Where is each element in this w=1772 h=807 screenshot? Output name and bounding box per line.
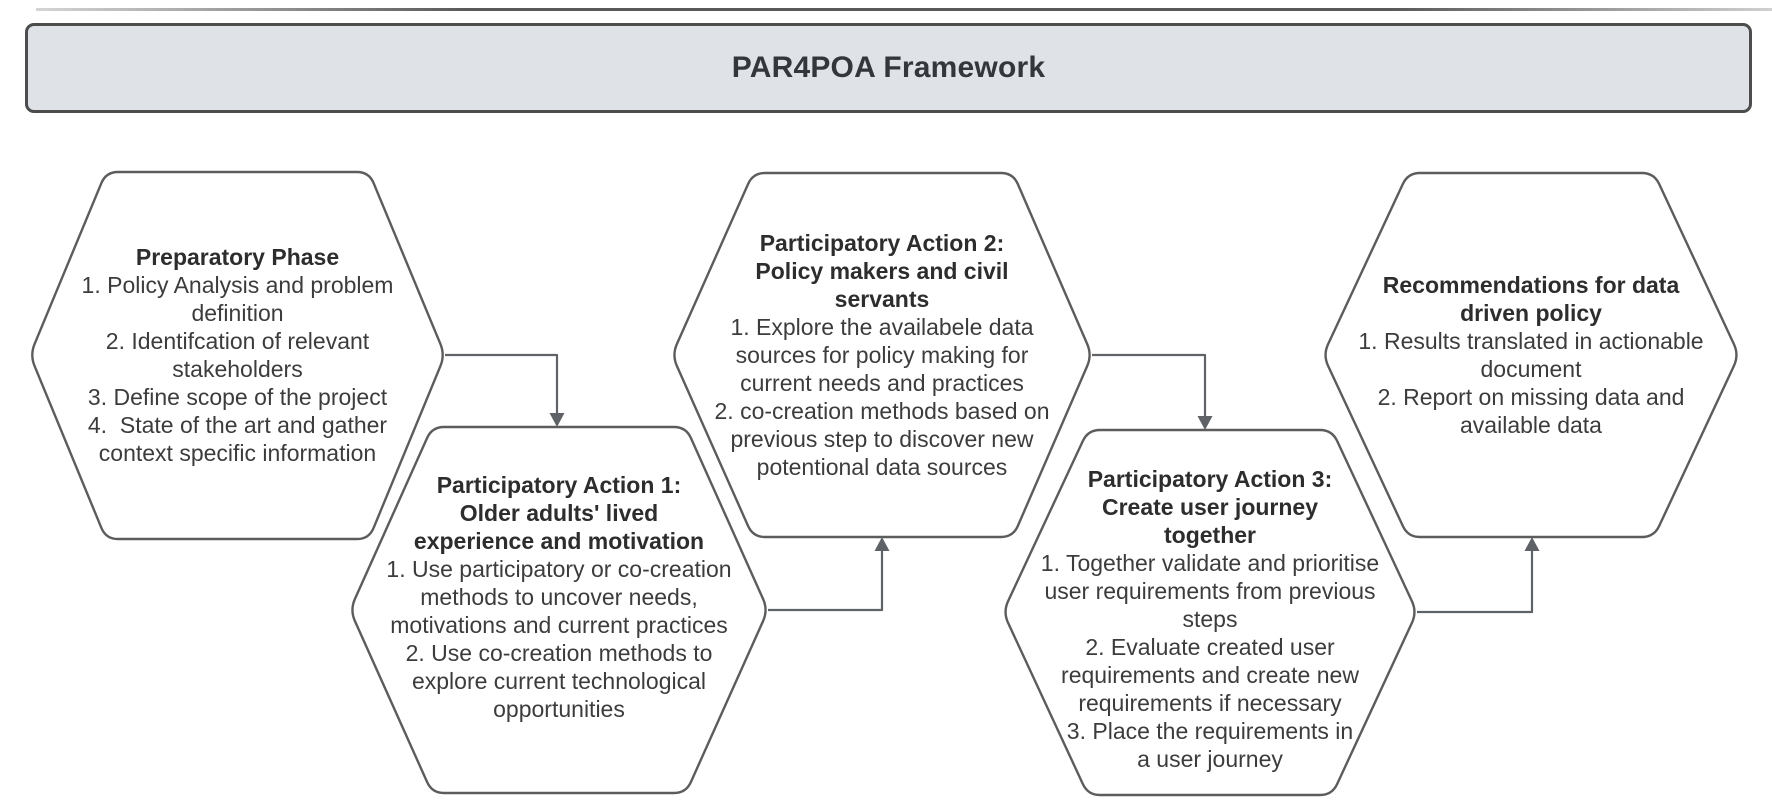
framework-title: PAR4POA Framework bbox=[731, 51, 1046, 84]
hexagon-shape-participatory-action-2 bbox=[673, 171, 1091, 539]
framework-header: PAR4POA Framework bbox=[25, 23, 1752, 113]
arrow-pa2-to-pa3-head bbox=[1197, 416, 1213, 430]
hexagon-shape-recommendations bbox=[1324, 171, 1738, 539]
arrow-pa3-to-recommendations-line bbox=[1417, 551, 1534, 614]
hexagon-shape-preparatory-phase bbox=[31, 170, 444, 541]
arrow-pa2-to-pa3-line bbox=[1092, 353, 1207, 416]
arrow-pa1-to-pa2-line bbox=[768, 551, 884, 612]
arrow-pa3-to-recommendations-head bbox=[1524, 537, 1540, 551]
arrow-phase1-to-pa1-line bbox=[445, 353, 559, 413]
arrow-pa1-to-pa2-head bbox=[874, 537, 890, 551]
hexagon-shape-participatory-action-3 bbox=[1004, 428, 1416, 797]
arrow-phase1-to-pa1-head bbox=[549, 413, 565, 427]
top-border-rule bbox=[36, 8, 1772, 11]
hexagon-shape-participatory-action-1 bbox=[351, 425, 767, 795]
